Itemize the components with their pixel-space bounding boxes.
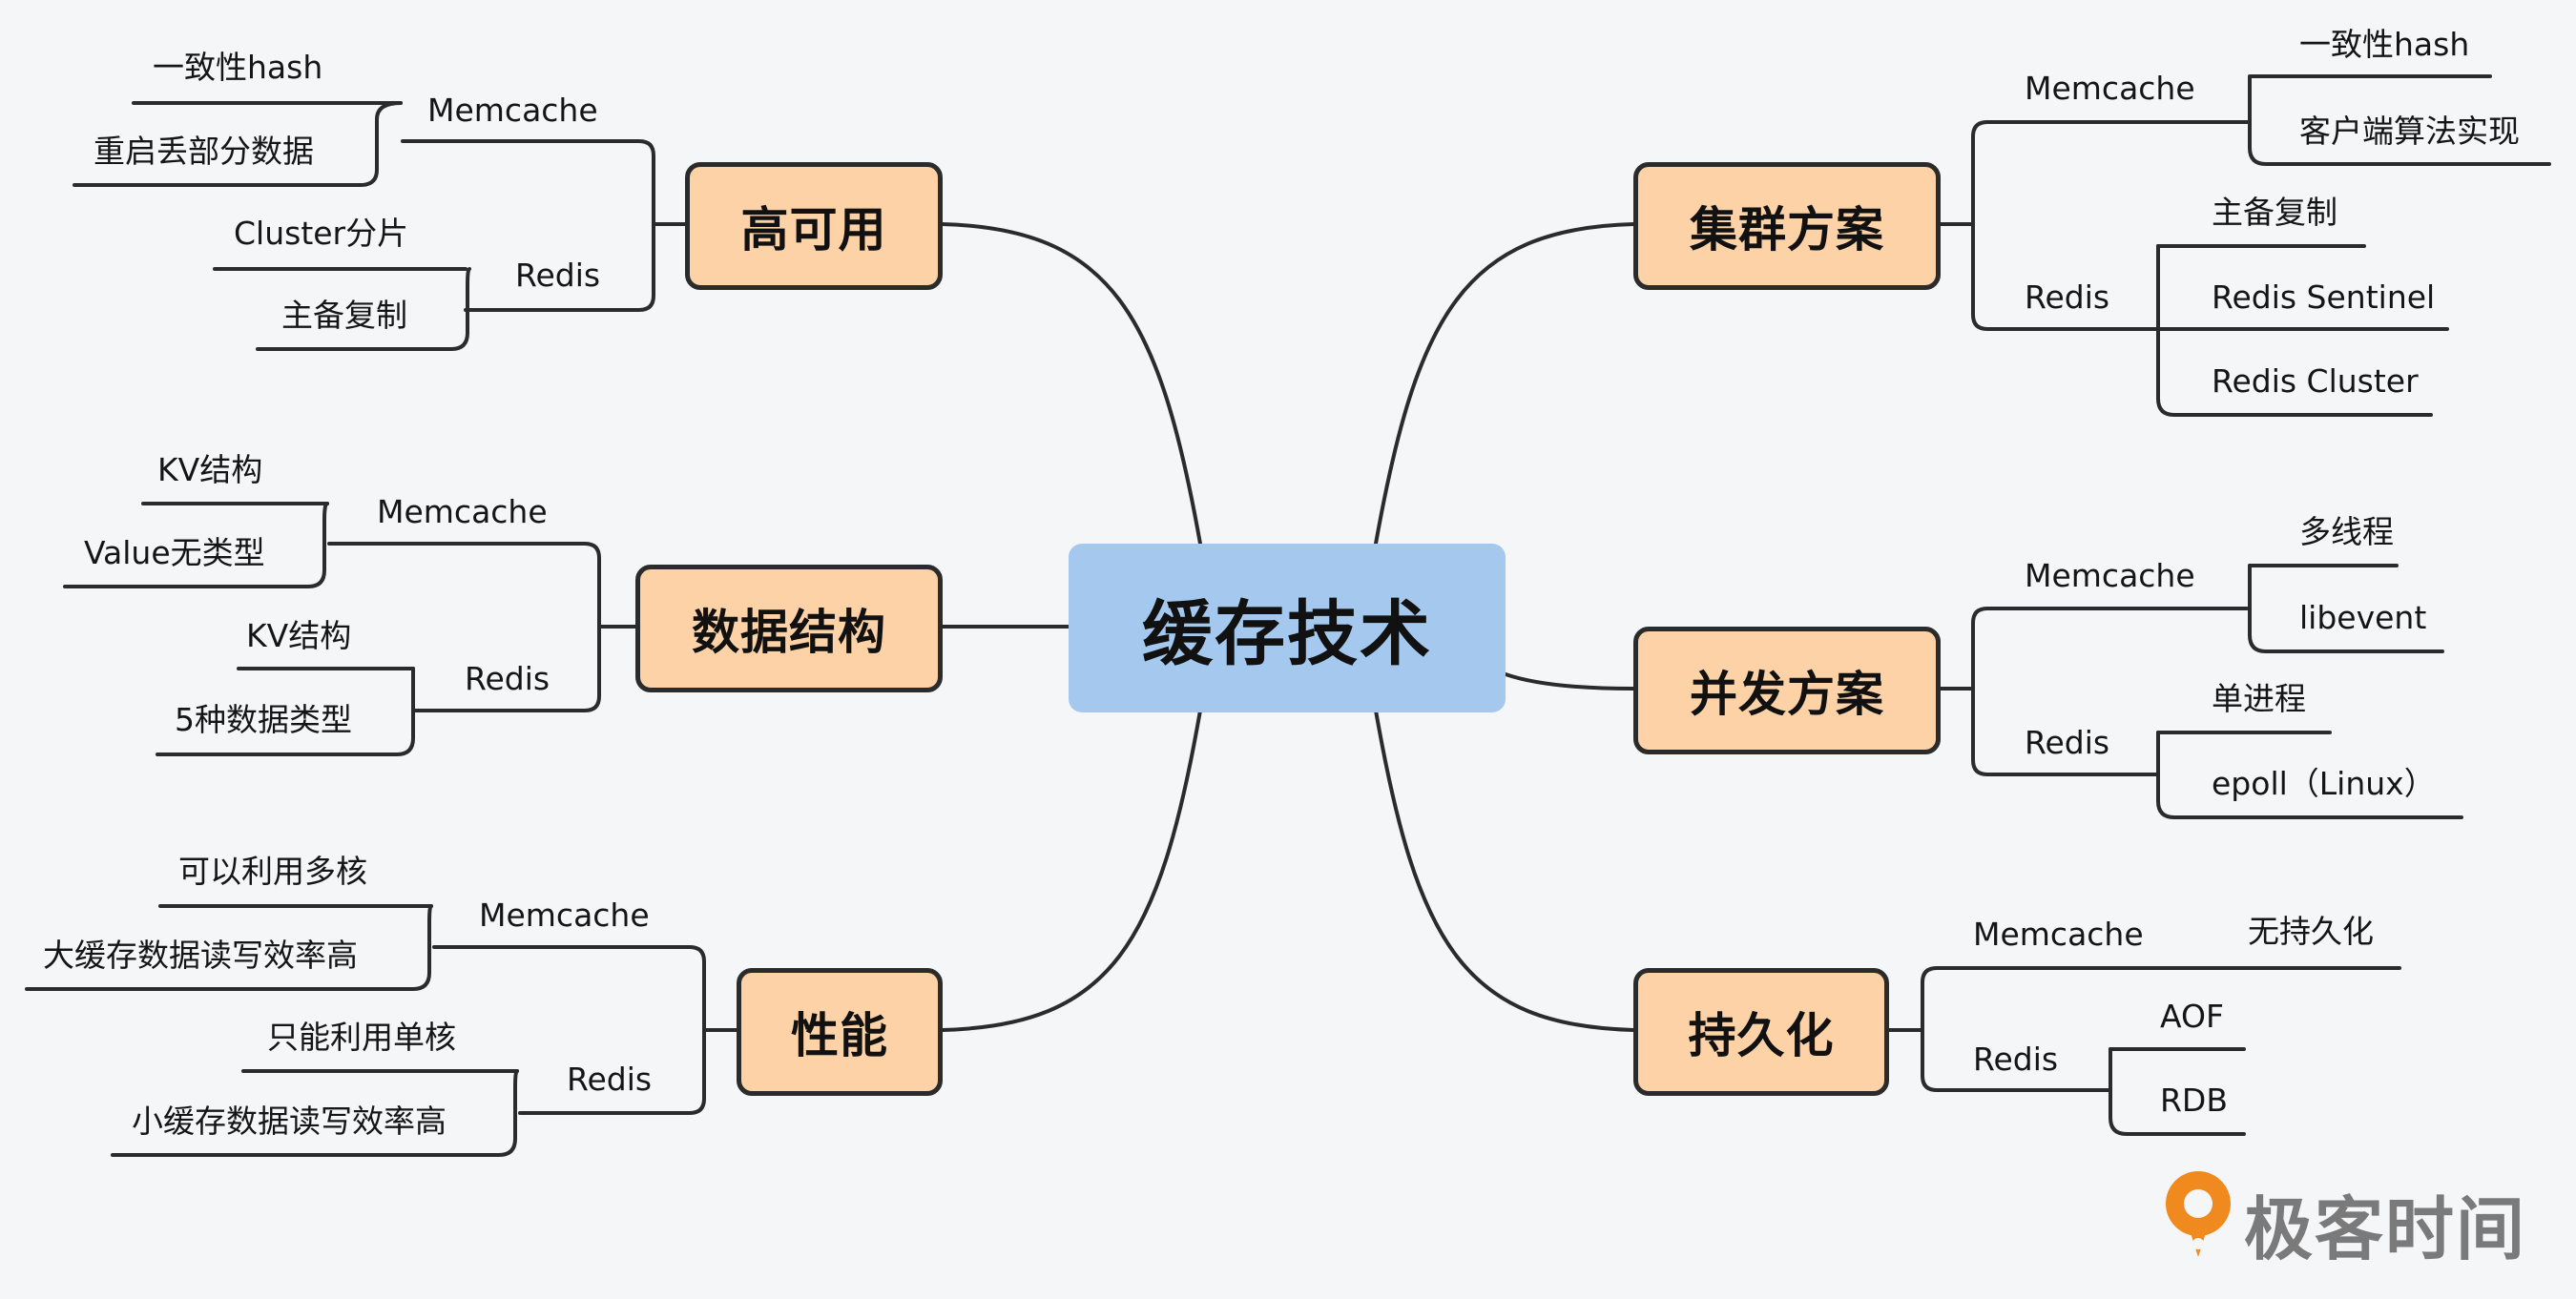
category-datastruct[interactable]: 数据结构 <box>635 565 943 692</box>
datastruct-memcache-label: Memcache <box>377 493 548 530</box>
category-availability[interactable]: 高可用 <box>685 162 943 290</box>
datastruct-redis-leaf-2: 5种数据类型 <box>175 701 352 738</box>
center-node[interactable]: 缓存技术 <box>1069 544 1506 712</box>
performance-redis-label: Redis <box>567 1061 653 1098</box>
concurrency-redis-label: Redis <box>2025 724 2110 761</box>
performance-redis-leaf-1: 只能利用单核 <box>267 1019 456 1056</box>
datastruct-memcache-leaf-2: Value无类型 <box>84 534 265 571</box>
category-concurrency[interactable]: 并发方案 <box>1633 627 1941 754</box>
concurrency-memcache-leaf-2: libevent <box>2299 599 2427 636</box>
performance-memcache-label: Memcache <box>479 897 650 934</box>
edge-center-persistence <box>1374 709 1635 1032</box>
geektime-logo-icon <box>2166 1171 2231 1257</box>
persistence-redis-label: Redis <box>1973 1041 2059 1078</box>
persistence-redis-leaf-1: AOF <box>2160 998 2224 1035</box>
persistence-memcache-label: Memcache <box>1973 916 2144 953</box>
cluster-redis-leaf-1: 主备复制 <box>2212 194 2337 231</box>
category-availability-label: 高可用 <box>740 202 887 258</box>
performance-memcache-leaf-1: 可以利用多核 <box>178 853 367 890</box>
category-cluster[interactable]: 集群方案 <box>1633 162 1941 290</box>
availability-memcache-label: Memcache <box>427 92 598 129</box>
edge-center-concurrency <box>1504 672 1635 691</box>
geektime-logo-text: 极客时间 <box>2244 1189 2527 1269</box>
cluster-redis-leaf-3: Redis Cluster <box>2212 362 2419 400</box>
persistence-memcache-leaf-1: 无持久化 <box>2248 913 2374 950</box>
concurrency-redis-leaf-1: 单进程 <box>2212 680 2306 717</box>
center-title: 缓存技术 <box>1142 593 1432 675</box>
performance-memcache-leaf-2: 大缓存数据读写效率高 <box>43 937 358 974</box>
concurrency-memcache-leaf-1: 多线程 <box>2299 513 2394 550</box>
cluster-redis-label: Redis <box>2025 278 2110 316</box>
availability-redis-leaf-1: Cluster分片 <box>234 215 409 252</box>
availability-redis-leaf-2: 主备复制 <box>281 297 407 334</box>
availability-memcache-leaf-2: 重启丢部分数据 <box>93 133 314 170</box>
concurrency-redis-leaf-2: epoll（Linux） <box>2212 765 2436 802</box>
category-persistence[interactable]: 持久化 <box>1633 968 1889 1096</box>
category-datastruct-label: 数据结构 <box>692 605 886 660</box>
cluster-memcache-leaf-1: 一致性hash <box>2299 26 2470 63</box>
edge-center-availability <box>941 222 1202 546</box>
geektime-logo: 极客时间 <box>2158 1165 2559 1269</box>
datastruct-redis-label: Redis <box>465 660 551 697</box>
performance-redis-leaf-2: 小缓存数据读写效率高 <box>132 1103 447 1140</box>
category-cluster-label: 集群方案 <box>1690 202 1884 258</box>
cluster-memcache-label: Memcache <box>2025 70 2195 107</box>
availability-memcache-leaf-1: 一致性hash <box>153 49 323 86</box>
edge-center-cluster <box>1374 222 1635 546</box>
cluster-redis-leaf-2: Redis Sentinel <box>2212 278 2436 316</box>
edge-center-performance <box>941 709 1202 1032</box>
category-performance-label: 性能 <box>791 1008 888 1063</box>
category-performance[interactable]: 性能 <box>737 968 943 1096</box>
category-persistence-label: 持久化 <box>1688 1008 1835 1063</box>
concurrency-memcache-label: Memcache <box>2025 557 2195 594</box>
datastruct-redis-leaf-1: KV结构 <box>246 617 352 654</box>
persistence-redis-leaf-2: RDB <box>2160 1082 2228 1119</box>
category-concurrency-label: 并发方案 <box>1690 667 1884 722</box>
cluster-memcache-leaf-2: 客户端算法实现 <box>2299 113 2520 150</box>
availability-redis-label: Redis <box>515 257 601 294</box>
datastruct-memcache-leaf-1: KV结构 <box>157 451 263 488</box>
